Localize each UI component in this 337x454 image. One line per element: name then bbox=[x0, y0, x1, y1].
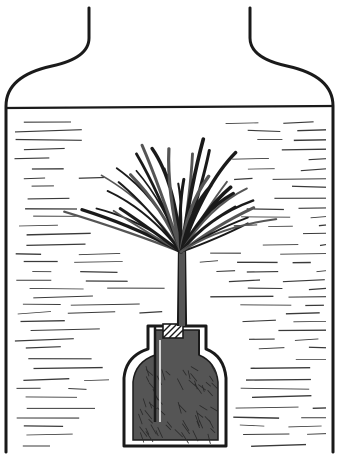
hatch-stroke bbox=[234, 178, 252, 179]
water-level-line bbox=[7, 106, 332, 108]
hatch-stroke bbox=[84, 380, 109, 381]
hatch-stroke bbox=[297, 130, 326, 131]
hatch-stroke bbox=[31, 329, 100, 331]
hatch-stroke bbox=[292, 186, 326, 187]
hatch-stroke bbox=[216, 271, 235, 272]
hatch-stroke bbox=[24, 148, 65, 149]
hatch-stroke bbox=[288, 426, 321, 427]
hatch-stroke bbox=[295, 339, 319, 341]
hatch-stroke bbox=[243, 320, 276, 321]
hatch-stroke bbox=[79, 253, 120, 254]
hatch-stroke bbox=[307, 434, 326, 435]
hatch-stroke bbox=[236, 407, 299, 408]
hatch-stroke bbox=[226, 123, 259, 124]
hatch-stroke bbox=[241, 388, 310, 389]
hatch-stroke bbox=[15, 339, 74, 341]
hatch-stroke bbox=[240, 425, 264, 426]
hatch-stroke bbox=[16, 254, 41, 255]
hatch-stroke bbox=[309, 288, 326, 289]
hatch-stroke bbox=[26, 244, 85, 245]
plume bbox=[64, 139, 276, 326]
hatch-stroke bbox=[311, 217, 326, 218]
hatch-stroke bbox=[200, 261, 218, 263]
hatch-stroke bbox=[251, 368, 311, 369]
hatch-stroke bbox=[232, 158, 269, 159]
hatch-stroke bbox=[309, 347, 326, 348]
hatch-stroke bbox=[68, 389, 86, 390]
hatch-stroke bbox=[319, 225, 326, 226]
hatch-stroke bbox=[252, 396, 311, 398]
hatch-stroke bbox=[259, 348, 285, 349]
hatch-stroke bbox=[16, 140, 82, 141]
hatch-stroke bbox=[79, 178, 104, 179]
hatch-stroke bbox=[283, 280, 325, 282]
hatch-stroke bbox=[243, 434, 289, 435]
hatch-stroke bbox=[233, 417, 279, 418]
hatch-stroke bbox=[26, 434, 72, 435]
hatch-stroke bbox=[320, 245, 326, 246]
hatch-stroke bbox=[210, 296, 273, 297]
hatch-stroke bbox=[74, 262, 123, 263]
hatch-stroke bbox=[80, 272, 117, 273]
hatch-stroke bbox=[229, 280, 260, 282]
hatch-stroke bbox=[19, 225, 58, 226]
hatch-stroke bbox=[294, 140, 326, 141]
hatch-stroke bbox=[24, 178, 45, 179]
hatch-stroke bbox=[15, 130, 82, 132]
hatch-stroke bbox=[21, 321, 65, 322]
hatch-stroke bbox=[286, 313, 320, 314]
hatch-stroke bbox=[248, 130, 281, 131]
hatch-stroke bbox=[263, 245, 299, 246]
bottle-stopper bbox=[163, 324, 183, 338]
hatch-stroke bbox=[251, 445, 306, 447]
hatch-stroke bbox=[15, 158, 50, 159]
hatch-stroke bbox=[317, 271, 327, 272]
hatch-stroke bbox=[282, 149, 326, 150]
hatch-stroke bbox=[18, 312, 51, 315]
hatch-stroke bbox=[30, 288, 84, 289]
hatch-stroke bbox=[71, 304, 140, 305]
hatch-stroke bbox=[273, 179, 326, 180]
hatch-stroke bbox=[309, 159, 326, 160]
hatch-stroke bbox=[301, 169, 326, 171]
hatch-stroke bbox=[24, 426, 63, 427]
inner-bottle bbox=[124, 326, 226, 446]
hatch-stroke bbox=[23, 379, 69, 381]
hatch-stroke bbox=[246, 380, 311, 381]
hatch-stroke bbox=[139, 312, 162, 313]
hatch-stroke bbox=[28, 198, 70, 199]
hatch-stroke bbox=[33, 296, 93, 298]
hatch-stroke bbox=[280, 254, 326, 255]
hatch-stroke bbox=[68, 312, 115, 314]
hatch-stroke bbox=[34, 368, 103, 369]
hatch-stroke bbox=[27, 233, 91, 235]
hatch-stroke bbox=[283, 122, 313, 124]
hatch-stroke bbox=[26, 347, 61, 348]
